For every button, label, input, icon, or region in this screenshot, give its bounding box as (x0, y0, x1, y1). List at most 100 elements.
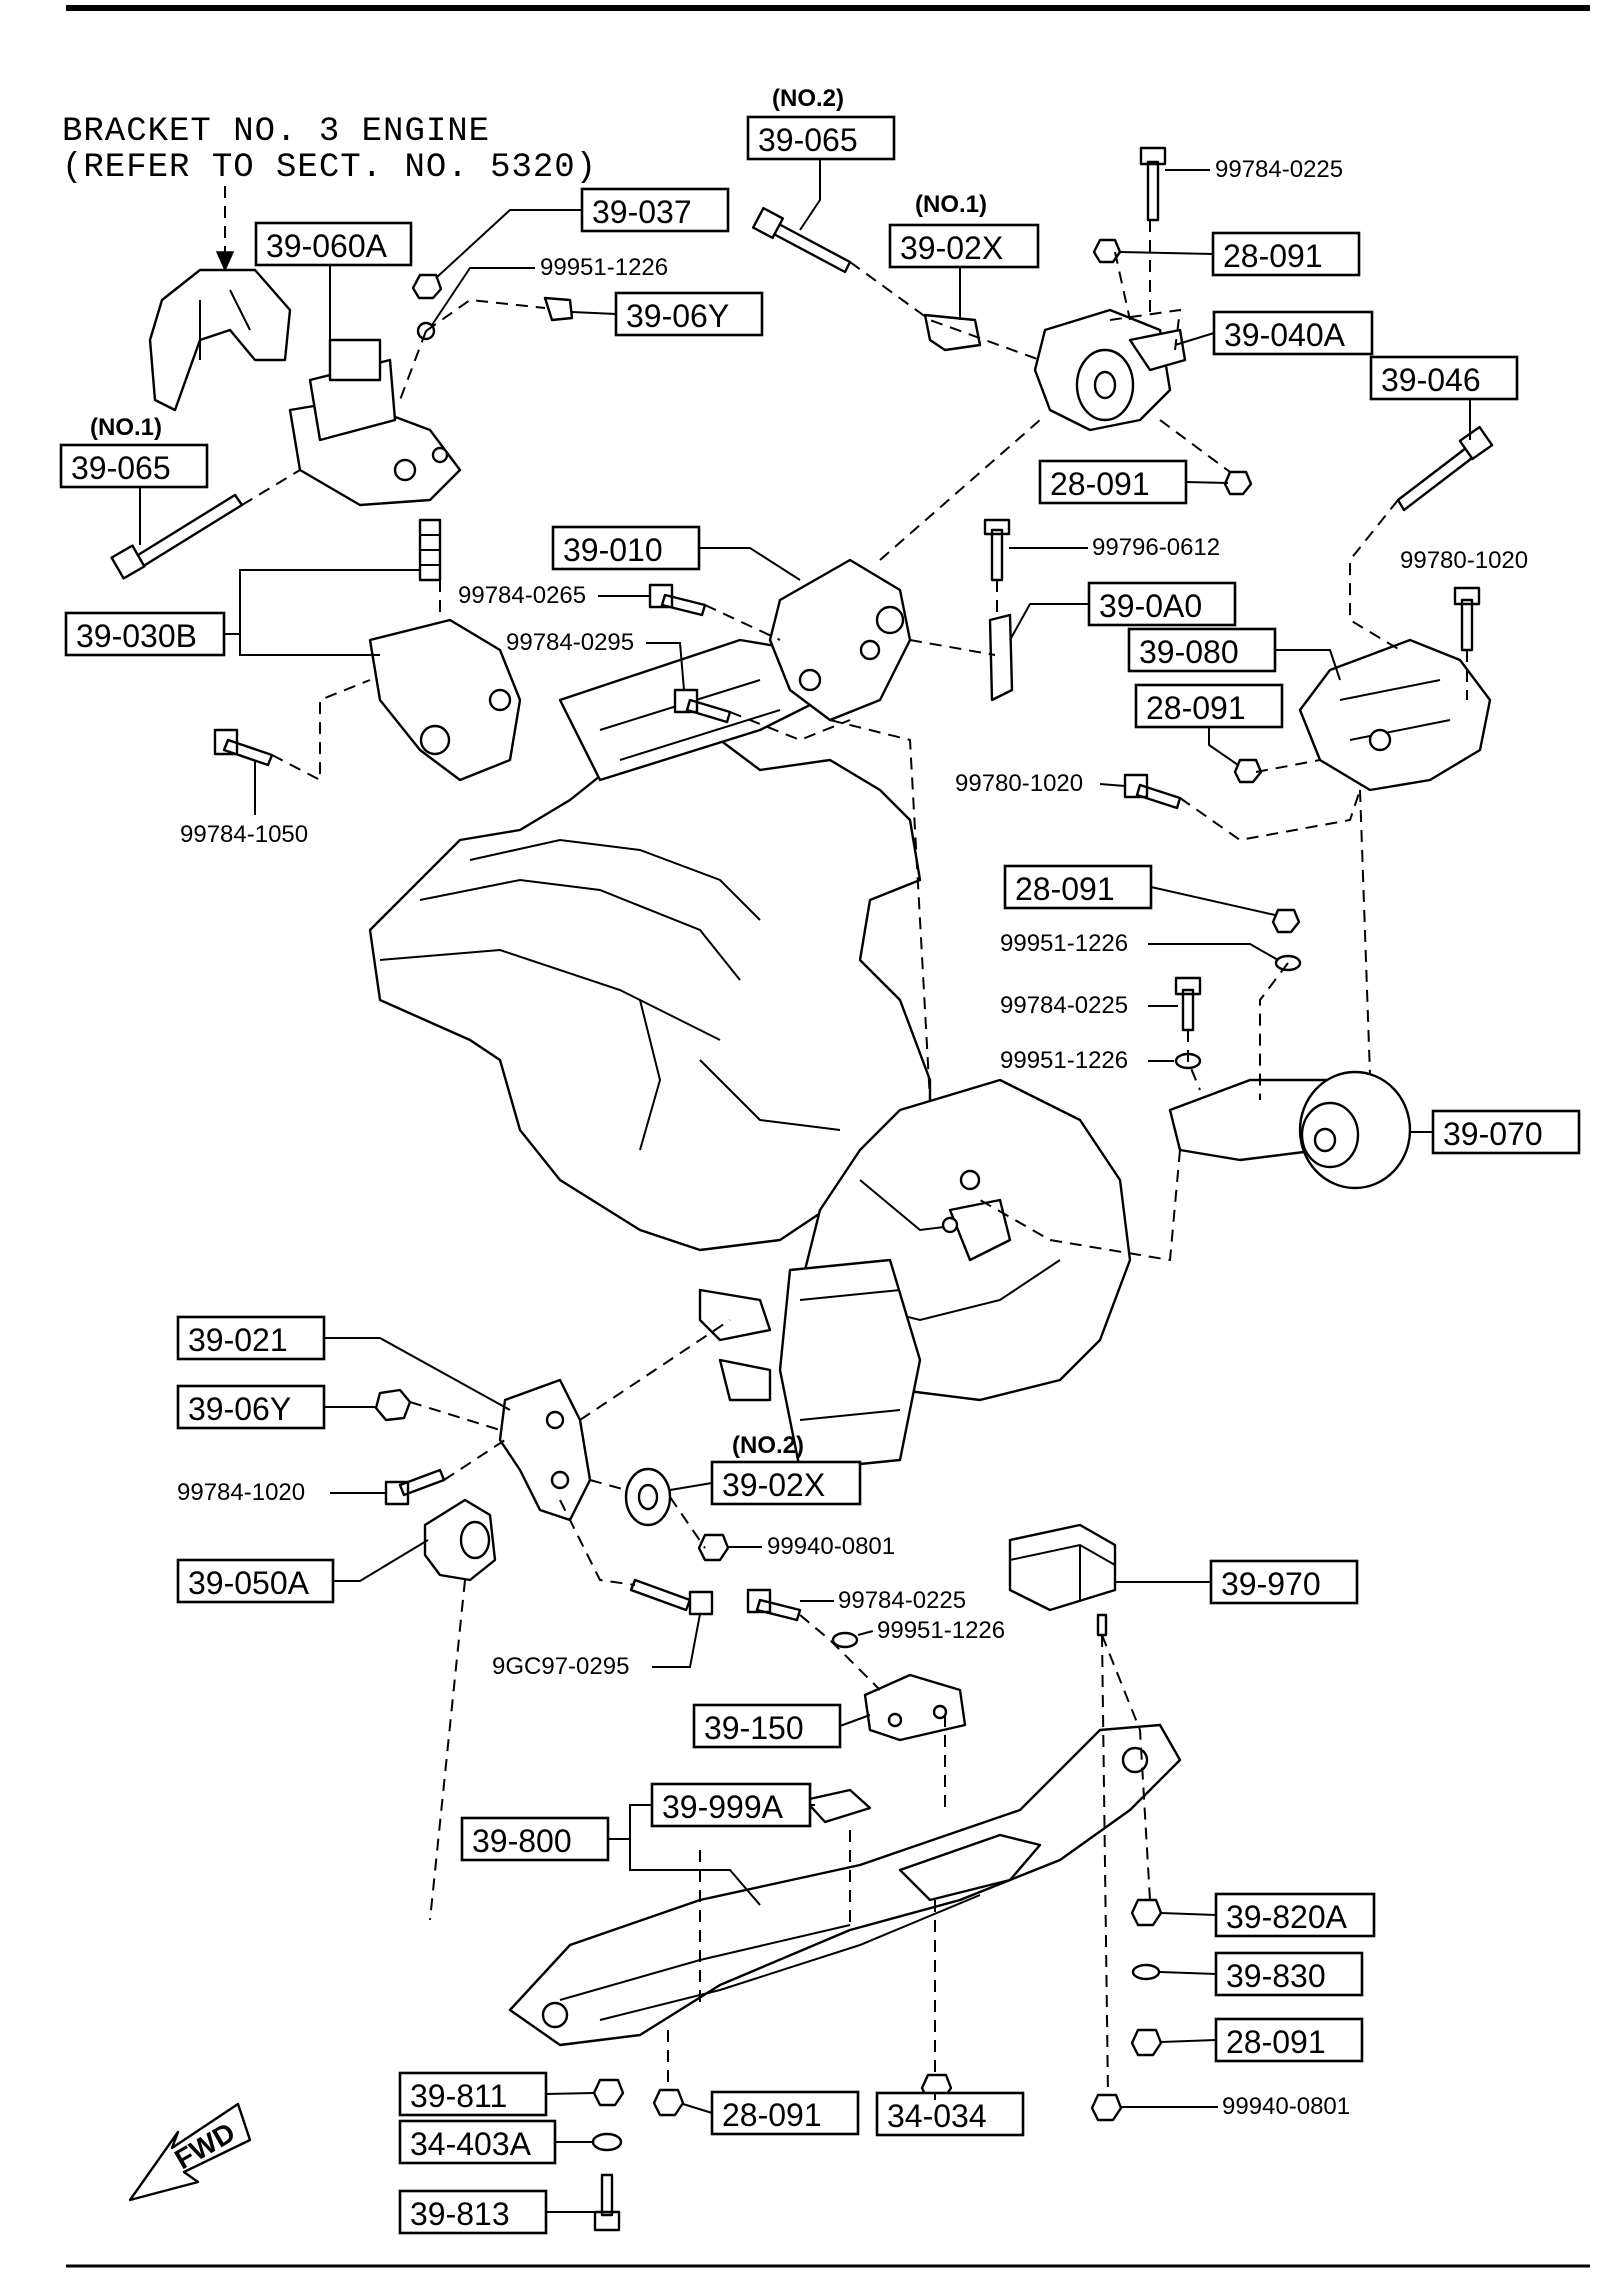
leader-39-080 (1275, 649, 1341, 681)
label-99784-0295: 99784-0295 (506, 629, 634, 656)
nut-28-091-br (1130, 2028, 1163, 2057)
label-28-091-br: 28-091 (1214, 2017, 1364, 2063)
nut-39-811 (592, 2078, 625, 2107)
label-28-091-bot: 28-091 (710, 2090, 860, 2136)
svg-text:39-080: 39-080 (1139, 634, 1239, 670)
leader-28-091-r2 (1150, 886, 1276, 916)
bolt-99784-0225-r (1174, 976, 1202, 1032)
leader-39-820A (1160, 1912, 1217, 1916)
leader-9GC97-0295 (652, 1613, 701, 1668)
svg-text:39-813: 39-813 (410, 2196, 510, 2232)
nut-28-091-r2 (1271, 908, 1301, 934)
leader-39-010 (699, 547, 801, 581)
label-28-091-mid: 28-091 (1038, 459, 1188, 505)
leader-28-091-top (1119, 251, 1214, 255)
note-line-1: BRACKET NO. 3 ENGINE (62, 113, 490, 151)
svg-text:28-091: 28-091 (1223, 238, 1323, 274)
label-39-970: 39-970 (1209, 1559, 1359, 1605)
svg-text:28-091: 28-091 (722, 2097, 822, 2133)
leader-28-091-br (1160, 2039, 1217, 2043)
label-39-02X-no1-tag: (NO.1) (915, 191, 987, 218)
label-39-830: 39-830 (1214, 1951, 1364, 1997)
crossmember-39-800 (508, 1723, 1182, 2047)
leader-39-030B (224, 569, 420, 656)
leader-39-040A (1174, 332, 1215, 346)
nut-39-037 (411, 273, 443, 300)
label-9GC97-0295: 9GC97-0295 (492, 1653, 629, 1680)
bolt-99784-0225-low (746, 1588, 802, 1622)
bolt-39-065-no1 (110, 493, 244, 580)
washer-34-403A (591, 2132, 623, 2152)
label-39-813: 39-813 (398, 2189, 548, 2235)
washer-99951-1226-low (831, 1631, 859, 1649)
svg-text:34-403A: 34-403A (410, 2126, 532, 2162)
svg-text:39-050A: 39-050A (188, 1565, 310, 1601)
leader-99780-1020-mid (1099, 783, 1126, 787)
label-99784-0265: 99784-0265 (458, 582, 586, 609)
engine-bracket-no3 (148, 268, 292, 412)
svg-text:28-091: 28-091 (1226, 2024, 1326, 2060)
svg-text:39-037: 39-037 (592, 194, 692, 230)
bolt-99784-1020-low (384, 1468, 446, 1506)
label-39-02X-no1: 39-02X (888, 223, 1040, 269)
engine-mount-39-060A (288, 338, 462, 507)
label-99951-1226-top: 99951-1226 (540, 254, 668, 281)
bolt-99784-0265 (648, 583, 707, 617)
label-34-034: 34-034 (875, 2091, 1025, 2137)
svg-text:39-0A0: 39-0A0 (1099, 588, 1202, 624)
label-39-06Y-top: 39-06Y (614, 291, 764, 337)
label-39-040A: 39-040A (1212, 310, 1374, 356)
engine-mount-39-050A (423, 1498, 497, 1582)
label-39-999A: 39-999A (650, 1782, 812, 1828)
svg-text:39-030B: 39-030B (76, 618, 197, 654)
nut-28-091-bot (652, 2088, 685, 2117)
leader-28-091-mid (1185, 481, 1229, 484)
label-99784-0225-r: 99784-0225 (1000, 992, 1128, 1019)
leader-28-091-bot (682, 2103, 713, 2114)
svg-text:28-091: 28-091 (1015, 871, 1115, 907)
svg-text:39-150: 39-150 (704, 1710, 804, 1746)
svg-text:39-970: 39-970 (1221, 1566, 1321, 1602)
label-28-091-right: 28-091 (1134, 683, 1284, 729)
nut-99940-0801-bot (1090, 2093, 1123, 2122)
label-39-06Y-low: 39-06Y (176, 1384, 326, 1430)
label-34-403A: 34-403A (398, 2119, 557, 2165)
svg-text:39-040A: 39-040A (1224, 317, 1346, 353)
label-39-820A: 39-820A (1214, 1892, 1376, 1938)
label-99796-0612: 99796-0612 (1092, 534, 1220, 561)
svg-text:28-091: 28-091 (1146, 690, 1246, 726)
label-39-037: 39-037 (580, 187, 730, 233)
fwd-arrow-icon: FWD (128, 2102, 252, 2202)
svg-text:39-070: 39-070 (1443, 1116, 1543, 1152)
nut-99940-0801-mid (697, 1533, 730, 1562)
leader-39-02X-no2 (669, 1482, 713, 1491)
engine-assembly (368, 638, 1132, 1472)
svg-text:39-02X: 39-02X (900, 230, 1003, 266)
bolt-99784-1050 (213, 728, 274, 767)
svg-text:39-06Y: 39-06Y (626, 298, 729, 334)
label-39-070: 39-070 (1431, 1109, 1581, 1155)
bolt-39-065-no2 (751, 206, 852, 274)
svg-text:39-820A: 39-820A (1226, 1899, 1348, 1935)
leader-39-065-no2 (799, 159, 821, 231)
leader-39-021 (324, 1337, 511, 1411)
leader-39-150 (839, 1714, 871, 1727)
leader-28-091-right (1208, 727, 1239, 766)
label-39-046: 39-046 (1369, 355, 1519, 401)
label-99780-1020-mid: 99780-1020 (955, 770, 1083, 797)
nut-28-091-right (1233, 758, 1263, 784)
label-39-065-no1-tag: (NO.1) (90, 414, 162, 441)
label-39-800: 39-800 (460, 1816, 610, 1862)
label-99940-0801-bot: 99940-0801 (1222, 2093, 1350, 2120)
bolt-99784-0225-top (1139, 146, 1167, 222)
damper-39-970 (1008, 1523, 1117, 1637)
bolt-9GC97-0295 (629, 1578, 714, 1616)
label-99784-0225-low: 99784-0225 (838, 1587, 966, 1614)
svg-text:39-999A: 39-999A (662, 1789, 784, 1825)
leader-99951-1226-top (431, 267, 535, 326)
nut-28-091-mid (1223, 470, 1253, 496)
bracket-39-02X-no2 (624, 1467, 672, 1527)
label-99784-1020-low: 99784-1020 (177, 1479, 305, 1506)
engine-mount-39-040A (1033, 308, 1187, 432)
svg-text:39-065: 39-065 (71, 450, 171, 486)
